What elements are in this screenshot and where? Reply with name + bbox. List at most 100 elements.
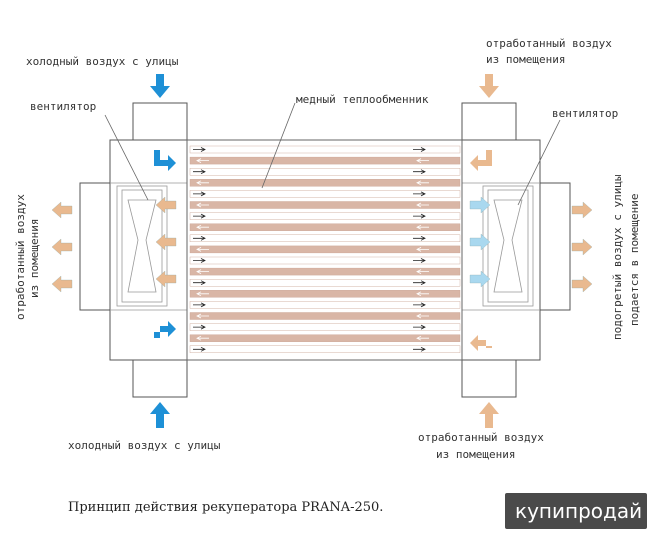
flow-arrow-icon — [193, 280, 206, 286]
channel-row — [189, 290, 461, 298]
channel-row — [189, 312, 461, 320]
fresh-flow-arrow-icon — [469, 233, 491, 251]
channel-row — [189, 334, 461, 342]
right-bottom-elbow-arrow-icon — [470, 335, 492, 351]
exhaust-out-arrow-icon — [51, 201, 73, 219]
flow-arrow-icon — [193, 346, 206, 352]
exhaust-out-arrow-icon — [51, 275, 73, 293]
left-bottom-elbow-arrow-icon — [154, 321, 176, 338]
cold-air-bottom-label: холодный воздух с улицы — [68, 439, 221, 452]
right-side-label-2: подается в помещение — [628, 194, 641, 326]
top-right-duct — [461, 102, 517, 141]
channel-row — [189, 145, 461, 154]
flow-arrow-icon — [413, 235, 426, 241]
channel-row — [189, 156, 461, 165]
flow-arrow-icon — [196, 202, 209, 208]
right-side-label-1: подогретый воздух с улицы — [611, 174, 624, 340]
flow-arrow-icon — [413, 169, 426, 175]
flow-arrow-icon — [193, 302, 206, 308]
cold-air-top-label: холодный воздух с улицы — [26, 55, 179, 68]
left-side-label-1: отработанный воздух — [14, 194, 27, 320]
flow-arrow-icon — [196, 335, 209, 341]
channel-row — [189, 279, 461, 287]
flow-arrow-icon — [416, 335, 429, 341]
channel-row — [189, 234, 461, 243]
fresh-out-arrow-icon — [571, 201, 593, 219]
flow-arrow-icon — [416, 202, 429, 208]
flow-arrow-icon — [193, 169, 206, 175]
channel-row — [189, 223, 461, 231]
exhaust-top-label-2: из помещения — [486, 53, 565, 66]
left-side-duct — [79, 182, 111, 311]
flow-arrow-icon — [193, 213, 206, 219]
fan-right-leader — [517, 119, 561, 206]
heat-exchanger-label: медный теплообменник — [296, 93, 429, 106]
flow-arrow-icon — [416, 247, 429, 252]
fresh-out-arrow-icon — [571, 275, 593, 293]
flow-arrow-icon — [413, 191, 426, 197]
right-top-elbow-arrow-icon — [470, 150, 492, 171]
flow-arrow-icon — [413, 324, 426, 330]
bottom-left-duct — [132, 359, 188, 398]
flow-arrow-icon — [413, 258, 426, 263]
flow-arrow-icon — [416, 313, 429, 319]
right-side-duct — [539, 182, 571, 311]
fan-left-leader — [104, 114, 149, 201]
fresh-out-arrow-icon — [571, 238, 593, 256]
fan-left-label: вентилятор — [30, 100, 96, 113]
cold-air-top-arrow-icon — [150, 74, 170, 98]
watermark-logo: купипродай — [505, 493, 647, 529]
left-side-label-2: из помещения — [28, 219, 41, 298]
cold-air-bottom-arrow-icon — [150, 402, 170, 428]
flow-arrow-icon — [193, 191, 206, 197]
exhaust-flow-arrow-icon — [155, 233, 177, 251]
left-top-elbow-arrow-icon — [154, 150, 176, 171]
flow-arrow-icon — [413, 147, 426, 152]
flow-arrow-icon — [413, 280, 426, 286]
channel-row — [189, 179, 461, 187]
flow-arrow-icon — [196, 180, 209, 186]
flow-arrow-icon — [196, 224, 209, 230]
exhaust-flow-arrow-icon — [155, 270, 177, 288]
channel-row — [189, 201, 461, 209]
exhaust-bottom-label-2: из помещения — [436, 448, 515, 461]
channel-row — [189, 190, 461, 198]
flow-arrow-icon — [416, 269, 429, 274]
exhaust-top-label-1: отработанный воздух — [486, 37, 612, 50]
fan-right-label: вентилятор — [552, 107, 618, 120]
channel-row — [189, 245, 461, 254]
exhaust-top-arrow-icon — [479, 74, 499, 98]
exhaust-flow-arrow-icon — [155, 196, 177, 214]
flow-arrow-icon — [196, 158, 209, 163]
caption: Принцип действия рекуператора PRANA-250. — [68, 500, 384, 515]
heat-exchanger-channels — [189, 145, 461, 353]
top-left-duct — [132, 102, 188, 141]
flow-arrow-icon — [416, 224, 429, 230]
heat-exchanger-leader — [261, 102, 296, 189]
exhaust-bottom-arrow-icon — [479, 402, 499, 428]
channel-row — [189, 301, 461, 309]
bottom-right-duct — [461, 359, 517, 398]
exhaust-out-arrow-icon — [51, 238, 73, 256]
flow-arrow-icon — [193, 324, 206, 330]
flow-arrow-icon — [416, 158, 429, 163]
channel-row — [189, 167, 461, 176]
flow-arrow-icon — [193, 258, 206, 263]
exhaust-bottom-label-1: отработанный воздух — [418, 431, 544, 444]
fresh-flow-arrow-icon — [469, 270, 491, 288]
channel-row — [189, 256, 461, 265]
channel-row — [189, 267, 461, 276]
channel-row — [189, 323, 461, 331]
channel-row — [189, 212, 461, 220]
flow-arrow-icon — [193, 235, 206, 241]
flow-arrow-icon — [413, 302, 426, 308]
flow-arrow-icon — [196, 313, 209, 319]
flow-arrow-icon — [196, 269, 209, 274]
fresh-flow-arrow-icon — [469, 196, 491, 214]
flow-arrow-icon — [413, 346, 426, 352]
flow-arrow-icon — [413, 213, 426, 219]
flow-arrow-icon — [196, 291, 209, 297]
flow-arrow-icon — [416, 180, 429, 186]
flow-arrow-icon — [193, 147, 206, 152]
